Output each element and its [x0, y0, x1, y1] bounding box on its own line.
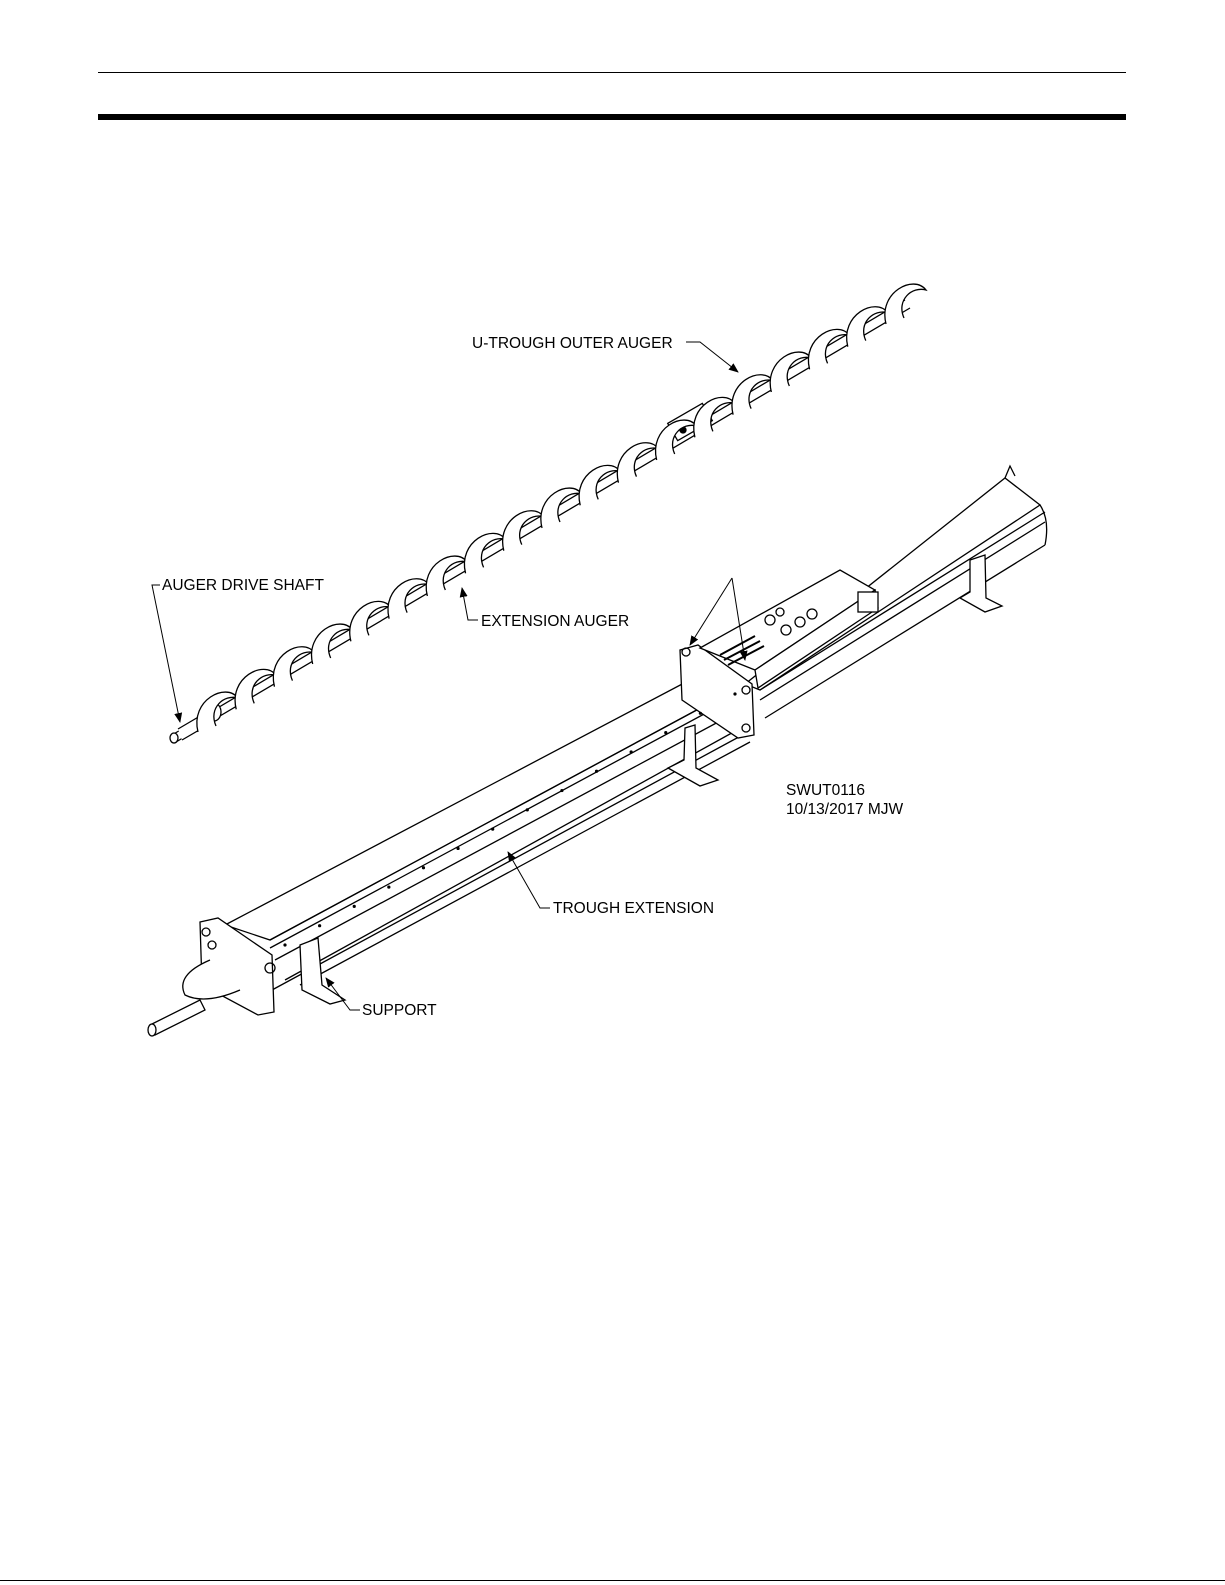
bolt-dot: [456, 847, 459, 850]
label-support: SUPPORT: [362, 1002, 437, 1019]
auger-flight: [732, 375, 773, 415]
auger-flight: [426, 556, 467, 596]
drawing-date: 10/13/2017 MJW: [786, 801, 904, 818]
auger-flight: [770, 352, 811, 392]
bolt-dot: [318, 924, 321, 927]
auger-flight: [235, 669, 276, 709]
auger-flight: [464, 533, 505, 573]
auger-flight: [694, 397, 735, 437]
trough-extension-body: [148, 466, 1047, 1036]
auger-flight: [312, 624, 353, 664]
auger-flight: [847, 307, 888, 347]
auger-flight: [885, 284, 926, 324]
auger-flight: [503, 511, 544, 551]
bolt-dot: [526, 808, 529, 811]
auger-flight: [808, 329, 849, 369]
auger-flight: [350, 601, 391, 641]
bolt-dot: [664, 731, 667, 734]
bolt-dot: [283, 943, 286, 946]
label-outer-auger: U-TROUGH OUTER AUGER: [472, 335, 673, 352]
auger-flight: [388, 579, 429, 619]
bolt-dot: [387, 885, 390, 888]
bolt-dot: [560, 789, 563, 792]
bolt-dot: [353, 905, 356, 908]
label-extension-auger: EXTENSION AUGER: [481, 613, 629, 630]
bolt-dot: [491, 828, 494, 831]
bolt-dot: [733, 692, 736, 695]
label-trough-extension: TROUGH EXTENSION: [553, 900, 714, 917]
bolt-dot: [630, 750, 633, 753]
footer-rule: [0, 1580, 1225, 1581]
bolt-dot: [422, 866, 425, 869]
drawing-id: SWUT0116: [786, 782, 865, 799]
auger-flight: [617, 443, 658, 483]
bolt-dot: [699, 712, 702, 715]
auger-flight: [579, 465, 620, 505]
auger-flight: [541, 488, 582, 528]
auger-flight: [273, 647, 314, 687]
bolt-dot: [595, 770, 598, 773]
label-drive-shaft: AUGER DRIVE SHAFT: [162, 577, 324, 594]
